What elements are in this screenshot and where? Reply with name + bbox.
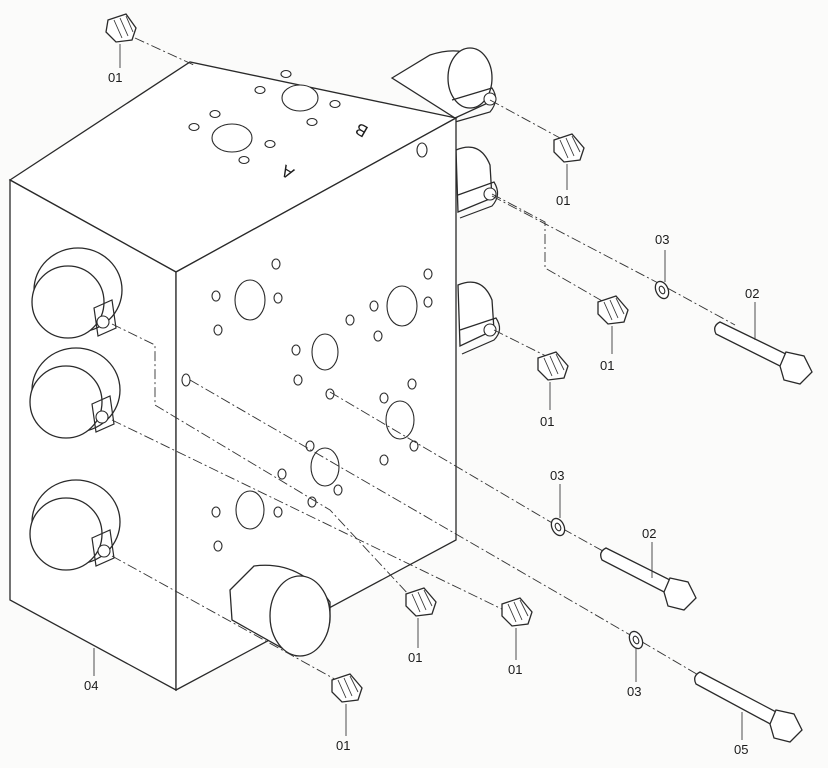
callout-05: 05 — [734, 742, 748, 757]
washer-03-c — [628, 630, 644, 650]
valve-block-body — [8, 61, 458, 692]
left-cap-bottom — [29, 479, 121, 571]
bolt-05 — [694, 671, 803, 743]
plug-01-b — [553, 133, 585, 163]
callout-01-mid-right: 01 — [600, 358, 614, 373]
plug-01-a — [105, 13, 137, 43]
left-cap-top — [31, 247, 123, 339]
callout-01-lower: 01 — [508, 662, 522, 677]
rear-cartridge-top — [390, 47, 497, 123]
front-face-ports — [181, 258, 433, 552]
rear-cartridge-middle — [455, 146, 499, 219]
callout-02-lower: 02 — [642, 526, 656, 541]
callout-03-middle: 03 — [550, 468, 564, 483]
callout-labels: 01 01 03 02 01 01 03 02 01 01 03 04 01 0… — [84, 70, 759, 757]
callout-03-lower: 03 — [627, 684, 641, 699]
callout-01-bottom: 01 — [336, 738, 350, 753]
callout-02-upper: 02 — [745, 286, 759, 301]
plug-01-f — [501, 597, 533, 627]
front-cartridge-cylinder — [229, 564, 331, 657]
callout-01-upper-right: 01 — [556, 193, 570, 208]
callout-03-upper: 03 — [655, 232, 669, 247]
top-face-ports — [188, 69, 428, 165]
leader-lines — [93, 44, 756, 740]
callout-01-lower-left: 01 — [408, 650, 422, 665]
block-front-face — [175, 116, 457, 692]
callout-01-mid: 01 — [540, 414, 554, 429]
left-cap-middle — [29, 347, 121, 439]
bolt-02-b — [600, 547, 697, 611]
plug-01-e — [405, 587, 437, 617]
plug-01-c — [597, 295, 629, 325]
callout-04: 04 — [84, 678, 98, 693]
callout-01-top: 01 — [108, 70, 122, 85]
plug-01-g — [331, 673, 363, 703]
plug-01-d — [537, 351, 569, 381]
washer-03-a — [654, 280, 670, 300]
bolt-02-a — [714, 321, 813, 385]
washer-03-b — [550, 517, 566, 537]
rear-cartridge-lower — [457, 281, 501, 355]
